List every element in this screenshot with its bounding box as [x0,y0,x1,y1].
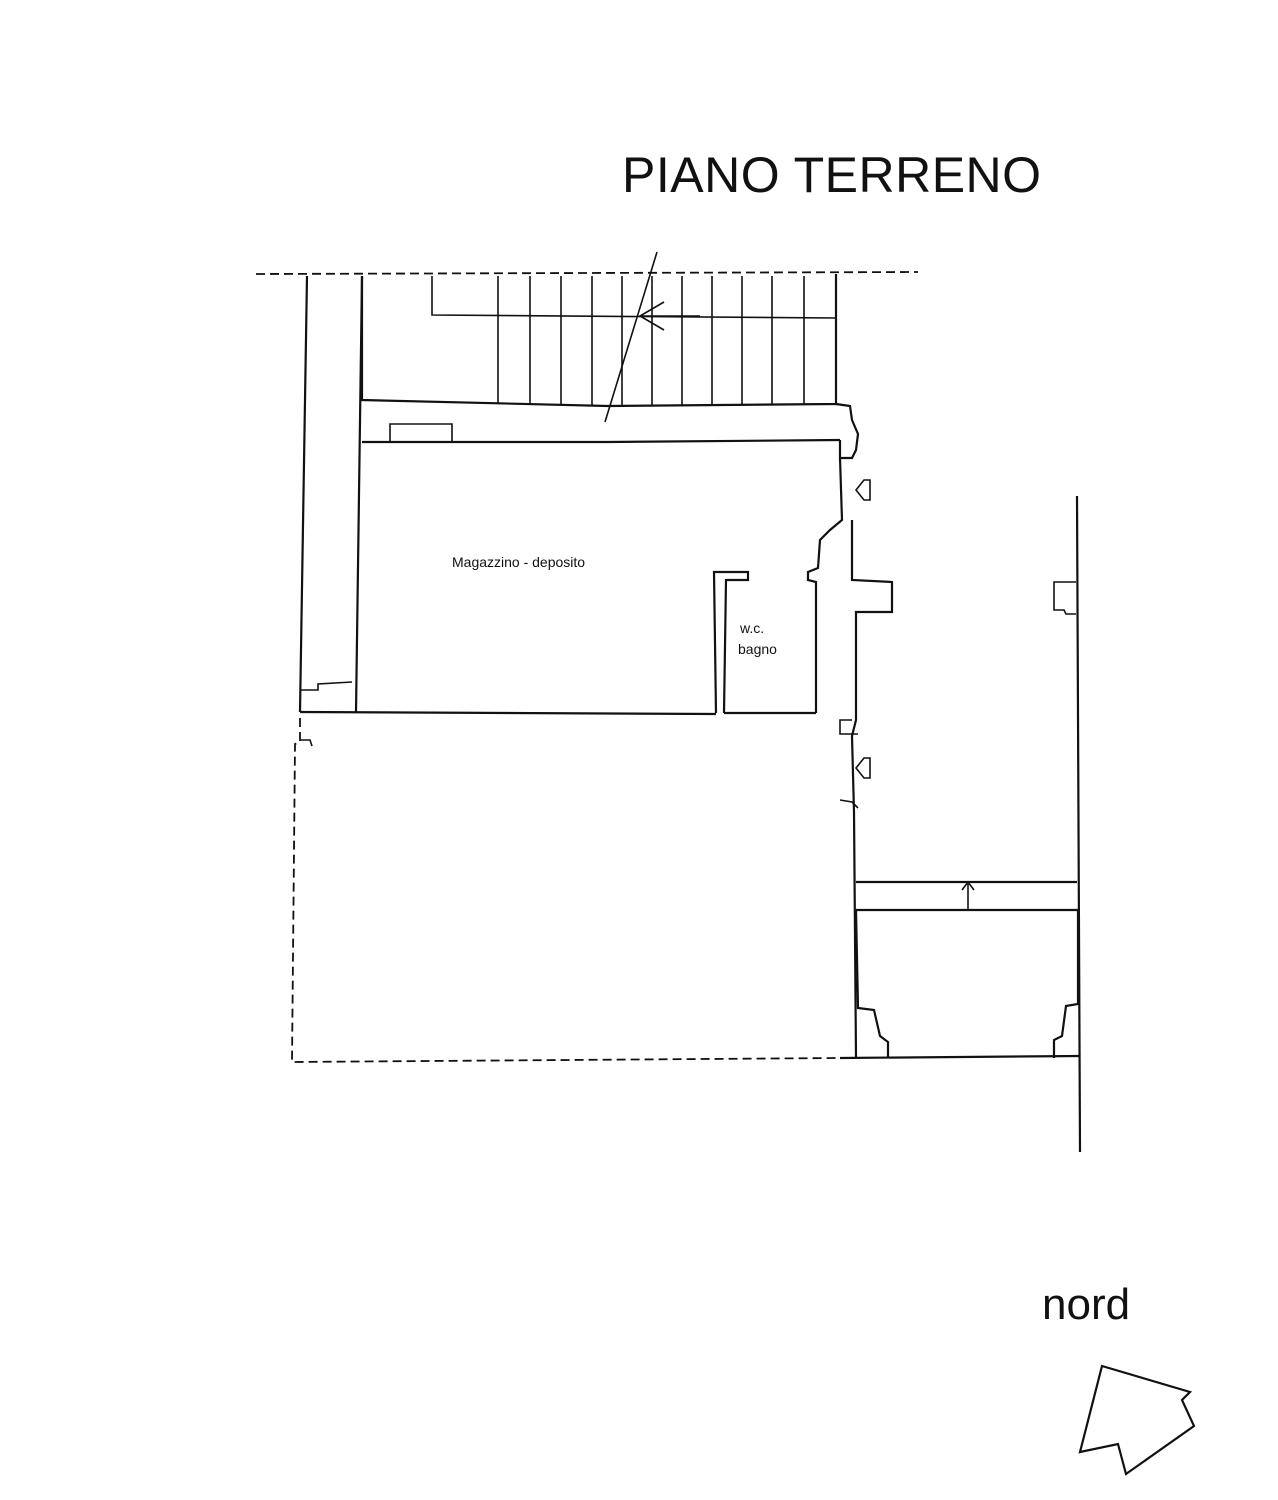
right-boundary-line [1075,495,1082,1153]
entry-arrow-icon [854,479,871,501]
right-pillar [1053,581,1076,615]
corridor-wall [850,520,894,1059]
storage-right-wall [835,402,860,460]
lower-right-room-right [1052,910,1080,1058]
corridor-jamb-top [839,719,858,735]
room-label-storage: Magazzino - deposito [452,554,586,570]
lower-boundary-dashed [291,718,841,1063]
lower-right-bottom-wall [839,1054,1081,1060]
north-arrow-icon [1078,1364,1196,1476]
north-label: nord [1042,1280,1131,1329]
room-label-wc: w.c. [740,620,765,636]
stair-treads [497,276,805,405]
stair-upper-band [431,276,837,319]
stair-cut-line [604,251,658,423]
plan-title: PIANO TERRENO [622,147,1042,203]
wc-partition [712,570,750,714]
left-outer-wall [298,275,309,713]
room-label-bathroom: bagno [738,641,777,657]
lower-left-jamb [300,739,313,747]
entry-arrow-icon-lower [854,757,871,779]
storage-top-wall [362,438,841,444]
storage-bottom-wall [299,710,717,716]
storage-window [389,423,453,442]
top-boundary-dashed [255,271,919,275]
corridor-jamb-bottom [839,799,859,809]
storage-right-wall-lower [806,457,844,713]
stair-outline [360,274,838,408]
lower-right-room-left [854,909,890,1058]
left-wall-step [300,681,353,691]
lower-right-arrow [961,880,975,891]
